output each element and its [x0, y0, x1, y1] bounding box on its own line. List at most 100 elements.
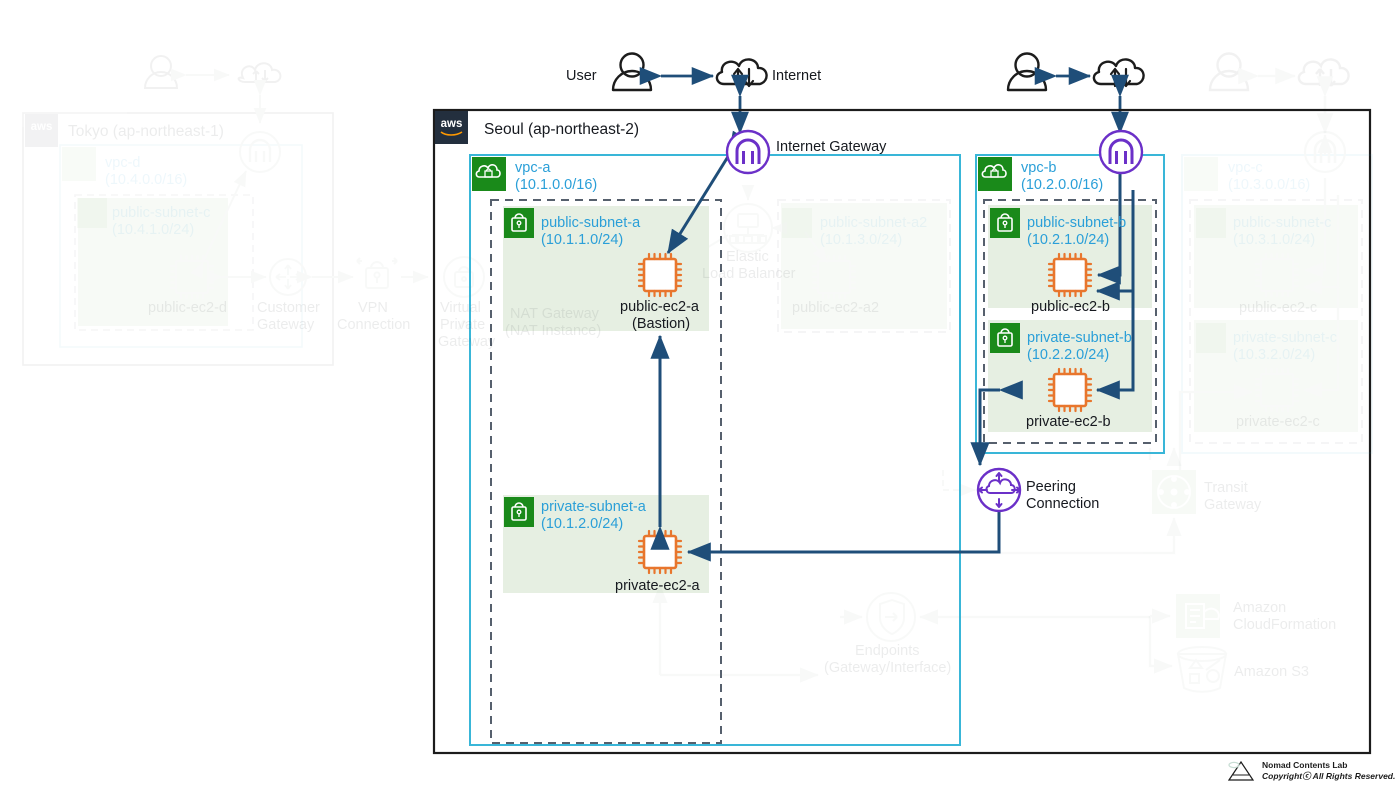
external-user-internet-c-graphics: [1208, 52, 1350, 135]
virtual-private-gateway-label-3: Gateway: [438, 334, 496, 350]
internet-gateway-a-icon: [725, 129, 771, 175]
public-ec2-a-label: public-ec2-a: [620, 299, 699, 315]
public-subnet-b-cidr: (10.2.1.0/24): [1027, 232, 1110, 248]
private-subnet-b-name: private-subnet-b: [1027, 330, 1132, 346]
vpc-b-border: [975, 154, 1165, 454]
public-subnet-a-icon-box: [504, 208, 534, 238]
seoul-region-border: [432, 108, 1372, 755]
vpn-connection-label-1: VPN: [358, 300, 388, 316]
internet-gateway-b-icon: [1098, 129, 1144, 175]
vpc-a-cidr: (10.1.0.0/16): [515, 177, 598, 193]
cloudformation-label-1: Amazon: [1233, 600, 1287, 616]
vpc-b-subnet-dashed: [983, 199, 1157, 444]
virtual-private-gateway-label-1: Virtual: [440, 300, 481, 316]
private-subnet-b-icon-box: [990, 323, 1020, 353]
vpc-c-graphics: [1178, 130, 1373, 470]
private-subnet-a-icon-box: [504, 497, 534, 527]
external-user-internet-graphics: [611, 52, 768, 135]
nomad-logo-icon: [1228, 760, 1255, 781]
aws-logo-box-tokyo: aws: [25, 114, 58, 147]
cloudformation-label-2: CloudFormation: [1233, 617, 1337, 633]
arrow-igw-to-public-ec2-a: [666, 130, 750, 255]
seoul-region-title: Seoul (ap-northeast-2): [484, 121, 640, 138]
elastic-load-balancer-label-2: Load Balancer: [702, 266, 796, 282]
arrow-private-ec2-b-to-peering: [970, 380, 1023, 467]
amazon-s3-label: Amazon S3: [1234, 664, 1309, 680]
private-subnet-c-cidr: (10.3.2.0/24): [1233, 347, 1316, 363]
endpoints-graphics: [652, 584, 1150, 683]
vpc-c-icon-box: [1184, 157, 1218, 191]
public-subnet-c-cidr: (10.3.1.0/24): [1233, 232, 1316, 248]
private-subnet-b-cidr: (10.2.2.0/24): [1027, 347, 1110, 363]
public-subnet-a2-graphics: [683, 184, 951, 333]
endpoints-label-1: Endpoints: [855, 643, 920, 659]
public-subnet-b-name: public-subnet-b: [1027, 215, 1127, 231]
vpc-c-cidr: (10.3.0.0/16): [1228, 177, 1311, 193]
vpc-c-name: vpc-c: [1228, 160, 1263, 176]
internet-gateway-a-label: Internet Gateway: [776, 139, 887, 155]
watermark-line-2: Copyrightⓒ All Rights Reserved.: [1262, 771, 1396, 781]
watermark-line-1: Nomad Contents Lab: [1262, 760, 1348, 771]
customer-gateway-label-2: Gateway: [257, 317, 315, 333]
tokyo-region-title: Tokyo (ap-northeast-1): [68, 123, 224, 140]
arrow-igw-b-to-private-ec2-b: [1095, 190, 1135, 400]
vpc-a-name: vpc-a: [515, 160, 551, 176]
tokyo-public-subnet-c-cidr: (10.4.1.0/24): [112, 222, 195, 238]
user-label: User: [566, 68, 597, 84]
svg-text:aws: aws: [31, 121, 53, 133]
virtual-private-gateway-graphics: [443, 256, 485, 331]
aws-logo-box: aws: [435, 111, 468, 144]
vpc-b-icon-box: [978, 157, 1012, 191]
public-ec2-a-label-2: (Bastion): [632, 316, 691, 332]
watermark: Nomad Contents Lab Copyrightⓒ All Rights…: [1228, 760, 1395, 782]
public-subnet-a-name: public-subnet-a: [541, 215, 641, 231]
svg-text:aws: aws: [441, 118, 463, 130]
public-subnet-a-cidr: (10.1.1.0/24): [541, 232, 624, 248]
public-subnet-a2-name: public-subnet-a2: [820, 215, 928, 231]
public-ec2-b-icon: [1047, 252, 1093, 298]
public-subnet-a2-cidr: (10.1.3.0/24): [820, 232, 903, 248]
peering-connection-icon: [976, 467, 1022, 513]
customer-gateway-label-1: Customer: [257, 300, 320, 316]
arrow-peering-to-private-ec2-a: [686, 512, 1001, 562]
arrow-igw-b-to-public-ec2-b: [1096, 170, 1122, 285]
elastic-load-balancer-label-1: Elastic: [726, 249, 769, 265]
vpc-a-subnet-dashed-1: [490, 199, 722, 744]
private-subnet-c-name: private-subnet-c: [1233, 330, 1337, 346]
endpoints-label-2: (Gateway/Interface): [824, 660, 952, 676]
private-ec2-b-icon: [1047, 367, 1093, 413]
vpn-connection-label-2: Connection: [337, 317, 411, 333]
nat-gateway-label-2: (NAT Instance): [505, 323, 602, 339]
vpc-d-icon-box: [62, 147, 96, 181]
internet-label: Internet: [772, 68, 822, 84]
vpc-b-cidr: (10.2.0.0/16): [1021, 177, 1104, 193]
amazon-s3-graphics: [1176, 646, 1228, 693]
vpc-d-cidr: (10.4.0.0/16): [105, 172, 188, 188]
public-subnet-c-name: public-subnet-c: [1233, 215, 1332, 231]
nat-gateway-label-1: NAT Gateway: [510, 306, 599, 322]
public-ec2-a-icon: [637, 252, 683, 298]
private-subnet-a-cidr: (10.1.2.0/24): [541, 516, 624, 532]
public-ec2-a2-label: public-ec2-a2: [792, 300, 880, 316]
cloudformation-graphics: [1148, 594, 1220, 674]
tokyo-public-subnet-c-name: public-subnet-c: [112, 205, 211, 221]
transit-gateway-label-1: Transit: [1204, 480, 1248, 496]
public-subnet-b-icon-box: [990, 208, 1020, 238]
vpc-b-name: vpc-b: [1021, 160, 1057, 176]
transit-gateway-graphics: [1000, 448, 1196, 555]
private-ec2-b-label: private-ec2-b: [1026, 414, 1111, 430]
private-ec2-a-label: private-ec2-a: [615, 578, 700, 594]
peering-connection-label-2: Connection: [1026, 496, 1100, 512]
private-ec2-a-icon: [637, 529, 683, 575]
peering-connection-label-1: Peering: [1026, 479, 1076, 495]
external-user-internet-b-graphics: [1006, 52, 1145, 135]
vpc-d-name: vpc-d: [105, 155, 141, 171]
virtual-private-gateway-label-2: Private: [440, 317, 486, 333]
public-ec2-b-label: public-ec2-b: [1031, 299, 1110, 315]
transit-gateway-label-2: Gateway: [1204, 497, 1262, 513]
private-ec2-c-label: private-ec2-c: [1236, 414, 1320, 430]
public-ec2-d-label: public-ec2-d: [148, 300, 227, 316]
vpc-a-icon-box: [472, 157, 506, 191]
